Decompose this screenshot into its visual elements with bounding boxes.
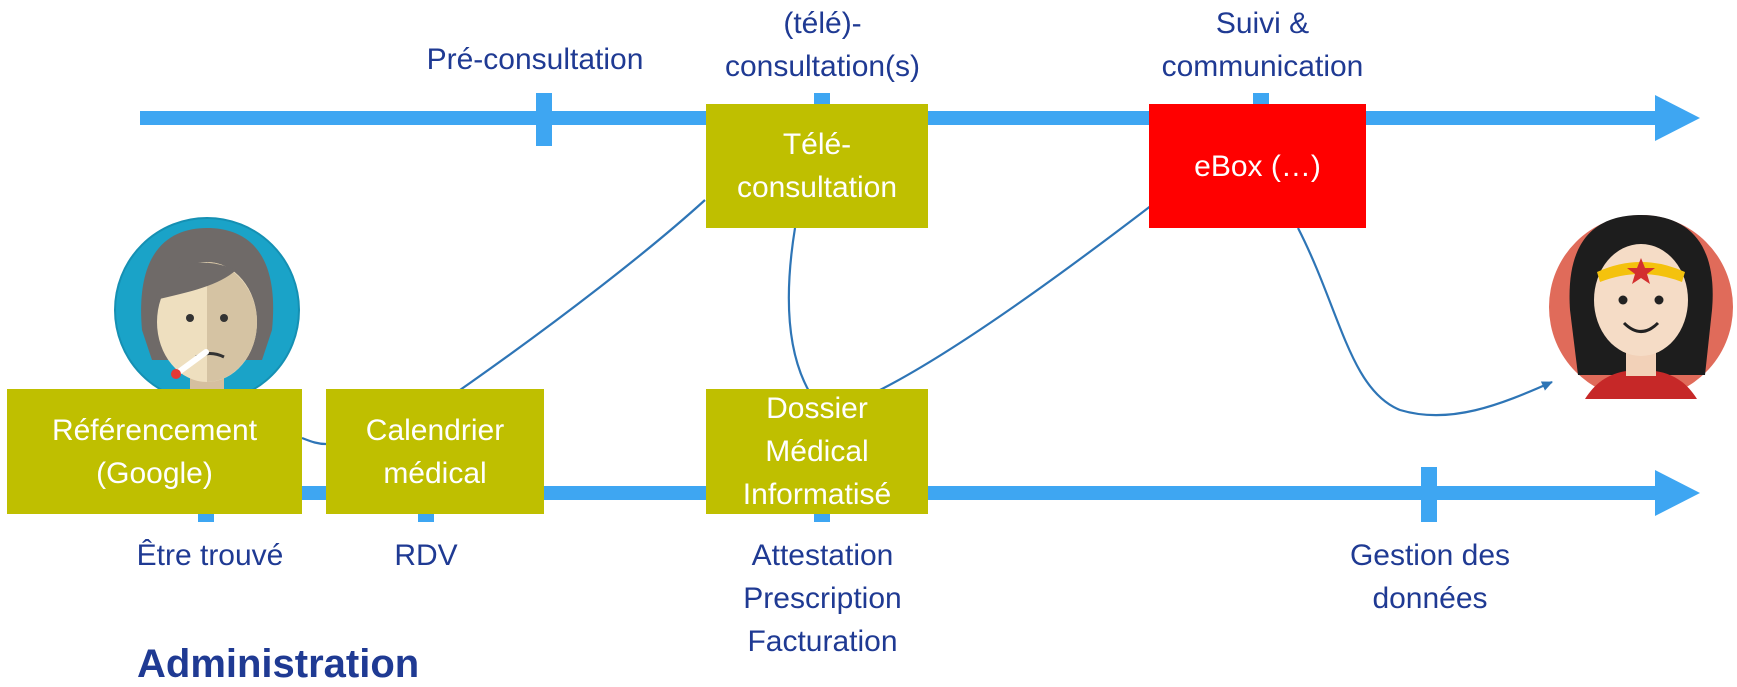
label-pre-consultation: Pré-consultation: [426, 43, 644, 76]
label-attestation-prescription-facturation: Attestation Prescription Facturation: [743, 539, 902, 658]
connector-dossier-ebox: [875, 204, 1153, 393]
label-suivi-communication: Suivi & communication: [1161, 7, 1364, 83]
heading-administration: Administration: [137, 642, 420, 686]
tick-pre-consultation: [536, 93, 552, 146]
label-tele-consultations: (télé)- consultation(s): [724, 7, 921, 83]
tick-gestion: [1421, 467, 1437, 522]
connector-referencement-calendrier: [301, 436, 327, 446]
connector-teleconsultation-dossier: [787, 227, 811, 394]
box-calendrier-medical: Calendrier médical: [326, 389, 544, 514]
label-gestion-donnees: Gestion des données: [1349, 539, 1511, 615]
box-ebox: eBox (…): [1149, 104, 1366, 228]
sick-patient-icon: [114, 217, 300, 403]
label-rdv: RDV: [394, 539, 458, 572]
box-referencement: Référencement (Google): [7, 389, 302, 514]
connector-calendrier-teleconsultation: [459, 199, 706, 391]
label-etre-trouve: Être trouvé: [136, 539, 284, 572]
box-dossier-medical: Dossier Médical Informatisé: [706, 389, 928, 514]
connector-ebox-hero: [1297, 227, 1553, 417]
wonder-woman-icon: [1549, 215, 1733, 399]
box-teleconsultation: Télé- consultation: [706, 104, 928, 228]
